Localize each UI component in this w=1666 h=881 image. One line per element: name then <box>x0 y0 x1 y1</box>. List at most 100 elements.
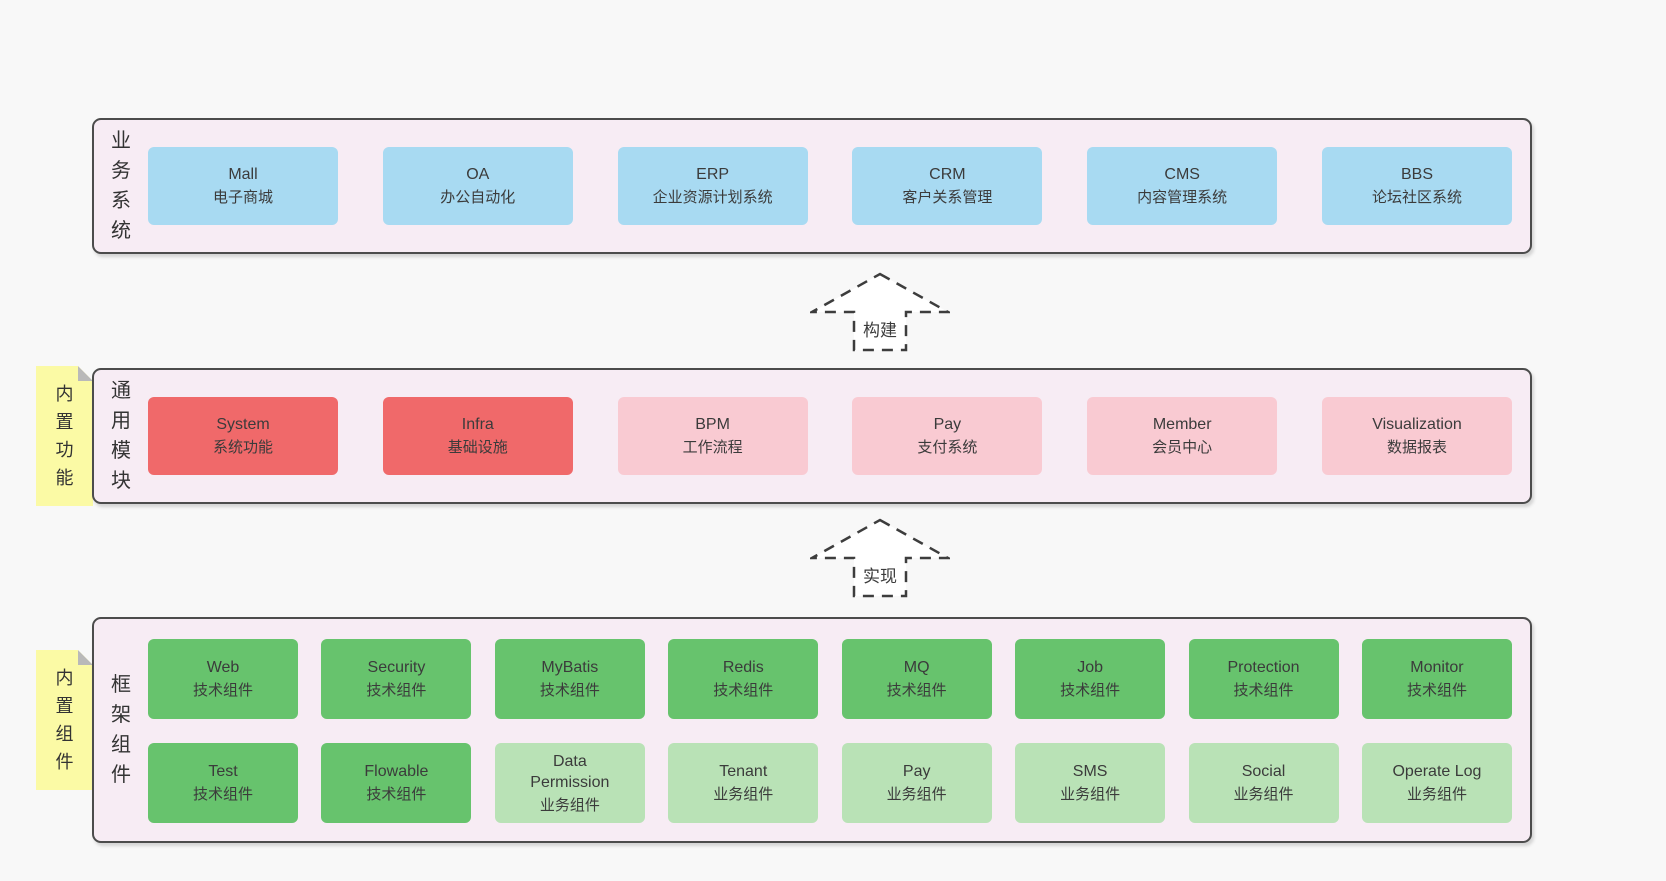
box-job: Job 技术组件 <box>1015 639 1166 719</box>
box-desc: 业务组件 <box>539 796 600 814</box>
box-desc: 技术组件 <box>539 682 600 699</box>
band-business-systems: 业务系统 Mall 电子商城 OA 办公自动化 ERP 企业资源计划系统 CRM… <box>92 118 1532 254</box>
box-mybatis: MyBatis 技术组件 <box>494 639 645 719</box>
box-crm: CRM 客户关系管理 <box>852 147 1043 225</box>
box-bbs: BBS 论坛社区系统 <box>1321 147 1512 225</box>
box-desc: 技术组件 <box>886 682 947 699</box>
box-name: BPM <box>695 416 730 433</box>
box-name: Web <box>206 659 240 676</box>
box-name: MQ <box>903 659 930 676</box>
box-pay-biz: Pay 业务组件 <box>841 743 992 823</box>
box-name: Pay <box>933 416 962 433</box>
box-mq: MQ 技术组件 <box>841 639 992 719</box>
framework-row-2: Test 技术组件 Flowable 技术组件 Data Permission … <box>148 743 1512 823</box>
box-tenant: Tenant 业务组件 <box>668 743 819 823</box>
sticky-text: 内置组件 <box>55 668 74 772</box>
box-desc: 客户关系管理 <box>902 189 993 206</box>
box-desc: 技术组件 <box>1233 682 1294 699</box>
box-name: Pay <box>902 763 931 780</box>
box-monitor: Monitor 技术组件 <box>1361 639 1512 719</box>
box-name: Member <box>1152 416 1212 433</box>
box-desc: 技术组件 <box>366 682 427 699</box>
dashed-up-arrow-icon <box>810 518 950 598</box>
box-visualization: Visualization 数据报表 <box>1321 397 1512 475</box>
box-name: Job <box>1077 659 1103 676</box>
box-name: Redis <box>722 659 764 676</box>
band-label-text: 框架组件 <box>111 674 131 786</box>
box-flowable: Flowable 技术组件 <box>321 743 472 823</box>
box-security: Security 技术组件 <box>321 639 472 719</box>
box-erp: ERP 企业资源计划系统 <box>617 147 808 225</box>
box-desc: 企业资源计划系统 <box>652 189 773 206</box>
dashed-up-arrow-icon <box>810 272 950 352</box>
band-common-modules: 通用模块 System 系统功能 Infra 基础设施 BPM 工作流程 Pay… <box>92 368 1532 504</box>
box-name: OA <box>466 166 490 183</box>
box-desc: 支付系统 <box>917 439 978 456</box>
box-name: BBS <box>1400 166 1433 183</box>
box-name: Monitor <box>1410 659 1464 676</box>
box-desc: 工作流程 <box>682 439 743 456</box>
box-infra: Infra 基础设施 <box>382 397 573 475</box>
box-name: Mall <box>228 166 258 183</box>
band-framework-components: 框架组件 Web 技术组件 Security 技术组件 MyBatis 技术组件… <box>92 617 1532 843</box>
box-name: Flowable <box>364 763 429 780</box>
box-member: Member 会员中心 <box>1087 397 1278 475</box>
box-cms: CMS 内容管理系统 <box>1087 147 1278 225</box>
box-desc: 电子商城 <box>212 189 273 206</box>
band-label-text: 业务系统 <box>111 130 131 242</box>
box-data-permission: Data Permission 业务组件 <box>494 743 645 823</box>
box-name: Visualization <box>1372 416 1462 433</box>
box-name: Infra <box>461 416 494 433</box>
box-desc: 技术组件 <box>1060 682 1121 699</box>
box-desc: 业务组件 <box>713 786 774 803</box>
box-desc: 办公自动化 <box>440 189 516 206</box>
arrow-build: 构建 <box>810 272 950 352</box>
box-social: Social 业务组件 <box>1188 743 1339 823</box>
box-desc: 技术组件 <box>366 786 427 803</box>
box-name: Protection <box>1227 659 1300 676</box>
box-desc: 技术组件 <box>192 682 253 699</box>
box-desc: 技术组件 <box>1406 682 1467 699</box>
box-name: System <box>216 416 270 433</box>
box-name: CRM <box>929 166 966 183</box>
box-pay: Pay 支付系统 <box>852 397 1043 475</box>
box-desc: 业务组件 <box>1233 786 1294 803</box>
box-name: Operate Log <box>1392 763 1482 780</box>
box-name: Test <box>208 763 238 780</box>
folded-corner-icon <box>78 366 93 381</box>
box-mall: Mall 电子商城 <box>148 147 338 225</box>
common-modules-row: System 系统功能 Infra 基础设施 BPM 工作流程 Pay 支付系统… <box>148 397 1512 475</box>
framework-row-1: Web 技术组件 Security 技术组件 MyBatis 技术组件 Redi… <box>148 639 1512 719</box>
box-bpm: BPM 工作流程 <box>617 397 808 475</box>
box-desc: 技术组件 <box>713 682 774 699</box>
box-desc: 技术组件 <box>192 786 253 803</box>
box-redis: Redis 技术组件 <box>668 639 819 719</box>
box-desc: 系统功能 <box>212 439 273 456</box>
box-desc: 基础设施 <box>447 439 508 456</box>
box-oa: OA 办公自动化 <box>382 147 573 225</box>
box-name: Security <box>367 659 426 676</box>
band-label-framework-components: 框架组件 <box>94 619 148 841</box>
box-name: ERP <box>696 166 730 183</box>
box-name: CMS <box>1164 166 1200 183</box>
arrow-label: 实现 <box>860 562 900 587</box>
box-name: Data Permission <box>530 752 610 791</box>
band-label-business-systems: 业务系统 <box>94 120 148 252</box>
box-name: SMS <box>1072 763 1108 780</box>
box-desc: 内容管理系统 <box>1137 189 1228 206</box>
band-label-common-modules: 通用模块 <box>94 370 148 502</box>
sticky-note-builtin-functions: 内置功能 <box>36 366 93 506</box>
box-desc: 会员中心 <box>1152 439 1213 456</box>
box-protection: Protection 技术组件 <box>1188 639 1339 719</box>
box-name: Social <box>1241 763 1286 780</box>
arrow-label: 构建 <box>860 316 900 341</box>
sticky-note-builtin-components: 内置组件 <box>36 650 93 790</box>
folded-corner-icon <box>78 650 93 665</box>
box-desc: 业务组件 <box>886 786 947 803</box>
arrow-implement: 实现 <box>810 518 950 598</box>
box-name: Tenant <box>719 763 768 780</box>
box-system: System 系统功能 <box>148 397 338 475</box>
box-desc: 业务组件 <box>1406 786 1467 803</box>
box-test: Test 技术组件 <box>148 743 298 823</box>
